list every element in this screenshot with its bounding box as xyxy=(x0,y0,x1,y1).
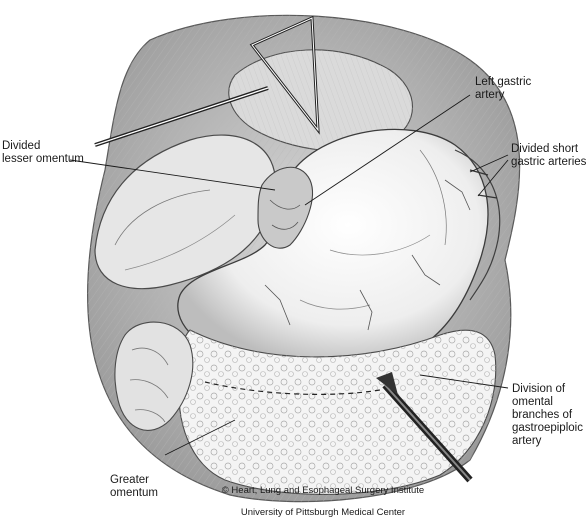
label-greater-omentum: Greater omentum xyxy=(110,474,158,499)
label-divided-lesser-omentum: Divided lesser omentum xyxy=(2,140,84,165)
copyright-credit: © Heart, Lung and Esophageal Surgery Ins… xyxy=(218,474,428,517)
credit-line-2: University of Pittsburgh Medical Center xyxy=(240,507,406,517)
leader-divided-lesser-omentum xyxy=(69,159,276,191)
retractor xyxy=(94,15,320,147)
label-divided-short-gastric-arteries: Divided short gastric arteries xyxy=(511,143,587,168)
stomach xyxy=(177,128,489,369)
leader-division-omental xyxy=(419,374,509,389)
leader-short-gastric-2 xyxy=(477,159,509,197)
colon xyxy=(114,321,194,431)
leader-left-gastric-artery xyxy=(304,94,471,206)
leader-greater-omentum xyxy=(164,419,236,456)
label-left-gastric-artery: Left gastric artery xyxy=(475,76,532,101)
label-division-of-omental-branches: Division of omental branches of gastroep… xyxy=(512,383,583,447)
clamp-instrument xyxy=(376,372,473,483)
leader-lines xyxy=(69,94,509,456)
lesser-omentum xyxy=(257,166,313,249)
leader-short-gastric-1 xyxy=(469,154,509,173)
greater-omentum-tissue xyxy=(178,329,497,495)
credit-line-1: © Heart, Lung and Esophageal Surgery Ins… xyxy=(221,485,425,496)
